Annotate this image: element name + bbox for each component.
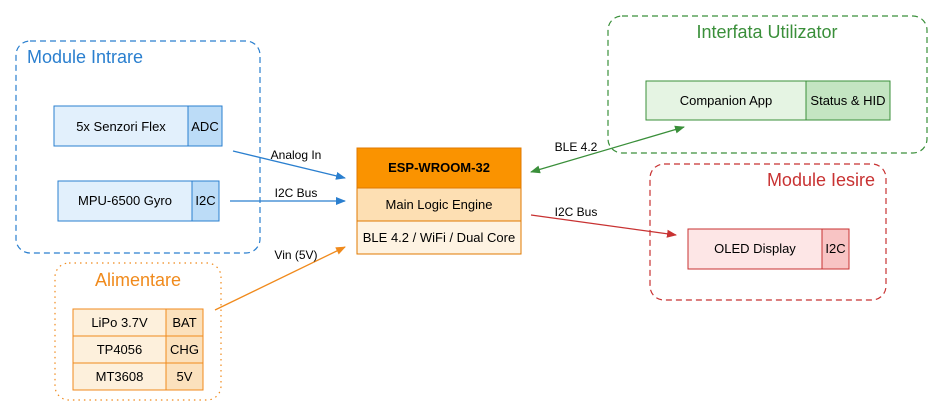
edge-i2c-bus-in-label: I2C Bus	[275, 186, 318, 200]
edge-i2c-bus-out: I2C Bus	[530, 205, 677, 238]
companion-app-tag: Status & HID	[810, 93, 885, 108]
group-user-interface: Interfata Utilizator	[607, 15, 928, 154]
node-companion-app[interactable]: Companion App Status & HID	[645, 80, 891, 121]
boost-label: MT3608	[96, 369, 144, 384]
edge-i2c-bus-out-label: I2C Bus	[555, 205, 598, 219]
battery-label: LiPo 3.7V	[91, 315, 148, 330]
charger-tag: CHG	[170, 342, 199, 357]
group-title-user-interface: Interfata Utilizator	[696, 22, 837, 42]
boost-tag: 5V	[177, 369, 193, 384]
node-charger[interactable]: TP4056 CHG	[72, 335, 204, 364]
edge-ble: BLE 4.2	[530, 125, 685, 174]
node-gyro[interactable]: MPU-6500 Gyro I2C	[57, 180, 220, 222]
flex-sensors-label: 5x Senzori Flex	[76, 119, 166, 134]
oled-tag: I2C	[825, 241, 845, 256]
group-title-outputs: Module Iesire	[767, 170, 875, 190]
esp32-comms: BLE 4.2 / WiFi / Dual Core	[363, 230, 515, 245]
esp32-logic: Main Logic Engine	[386, 197, 493, 212]
group-title-inputs: Module Intrare	[27, 47, 143, 67]
edge-i2c-bus-in: I2C Bus	[230, 186, 346, 205]
flex-sensors-tag: ADC	[191, 119, 218, 134]
node-oled[interactable]: OLED Display I2C	[687, 228, 850, 270]
edge-vin: Vin (5V)	[214, 246, 346, 311]
group-title-power: Alimentare	[95, 270, 181, 290]
edge-vin-label: Vin (5V)	[274, 248, 317, 262]
group-power: Alimentare	[54, 262, 222, 401]
node-esp32[interactable]: ESP-WROOM-32 Main Logic Engine BLE 4.2 /…	[356, 147, 522, 255]
edge-analog-in: Analog In	[232, 148, 346, 180]
group-inputs: Module Intrare	[15, 40, 261, 254]
gyro-tag: I2C	[195, 193, 215, 208]
node-battery[interactable]: LiPo 3.7V BAT	[72, 308, 204, 337]
esp32-title: ESP-WROOM-32	[388, 160, 490, 175]
companion-app-label: Companion App	[680, 93, 773, 108]
edge-analog-in-label: Analog In	[271, 148, 322, 162]
battery-tag: BAT	[172, 315, 196, 330]
node-boost[interactable]: MT3608 5V	[72, 362, 204, 391]
gyro-label: MPU-6500 Gyro	[78, 193, 172, 208]
edge-ble-label: BLE 4.2	[555, 140, 598, 154]
charger-label: TP4056	[97, 342, 143, 357]
node-flex-sensors[interactable]: 5x Senzori Flex ADC	[53, 105, 223, 147]
oled-label: OLED Display	[714, 241, 796, 256]
